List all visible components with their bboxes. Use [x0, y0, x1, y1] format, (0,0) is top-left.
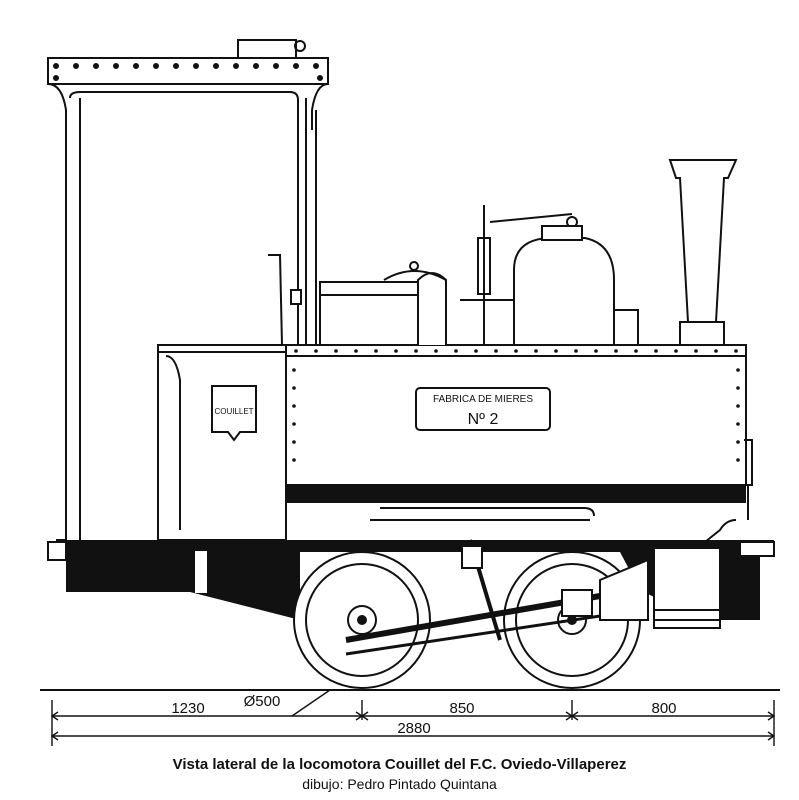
side-pipes — [370, 439, 753, 547]
owner-plate — [415, 387, 551, 431]
builder-plate — [211, 385, 257, 442]
dim-front-overhang: 1230 — [171, 700, 204, 717]
dim-rear-overhang: 800 — [651, 700, 676, 717]
rear-buffer — [47, 541, 67, 561]
cab-side-sheet — [157, 344, 287, 541]
coupling-rods — [345, 539, 649, 656]
dimension-lines — [50, 689, 776, 746]
front-buffer — [739, 541, 775, 557]
dim-wheel-diameter: Ø500 — [244, 693, 281, 710]
dim-wheelbase: 850 — [449, 700, 474, 717]
running-board — [286, 485, 746, 503]
front-box — [653, 547, 721, 629]
roof-whistle — [237, 39, 306, 59]
sand-dome — [460, 225, 639, 346]
cab-roof — [47, 57, 329, 130]
rear-wheel — [293, 551, 431, 689]
steam-dome — [383, 261, 447, 345]
chimney — [668, 159, 738, 346]
caption-credit: dibujo: Pedro Pintado Quintana — [302, 776, 497, 792]
owner-plate-line: FABRICA DE MIERES — [433, 394, 533, 405]
cab-handle — [268, 254, 302, 346]
caption-title: Vista lateral de la locomotora Couillet … — [172, 756, 627, 773]
dim-total-length: 2880 — [397, 720, 430, 737]
builder-plate-text: COUILLET — [214, 407, 253, 416]
cab-front-tank — [319, 281, 419, 346]
owner-plate-number: Nº 2 — [468, 411, 499, 428]
